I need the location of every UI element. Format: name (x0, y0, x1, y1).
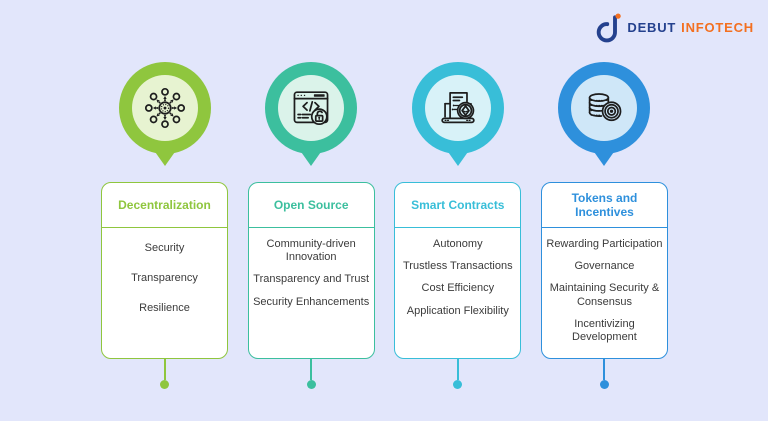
code-window-lock-icon (293, 91, 329, 126)
connector-dot (599, 380, 609, 389)
pin-circle (265, 62, 358, 154)
card-item: Incentivizing Development (572, 317, 637, 343)
card-body: Community-driven Innovation Transparency… (249, 228, 374, 358)
card-item: Security Enhancements (253, 295, 370, 308)
card-item: Transparency (131, 272, 198, 285)
connector-dot (306, 380, 316, 389)
column-smart-contracts: Smart Contracts Autonomy Trustless Trans… (394, 62, 522, 389)
pin-inner (424, 75, 491, 141)
decentralized-network-icon (144, 87, 185, 129)
card-item: Resilience (139, 302, 190, 315)
card-title: Smart Contracts (395, 183, 521, 228)
connector-dot (453, 380, 463, 389)
column-tokens-and-incentives: Tokens and Incentives Rewarding Particip… (540, 62, 668, 389)
debut-infotech-d-icon (597, 13, 622, 43)
coins-token-icon (589, 93, 622, 122)
pin-decentralization (118, 62, 211, 166)
pin-inner (278, 75, 345, 141)
card-title: Decentralization (102, 183, 227, 228)
card-item: Transparency and Trust (253, 273, 370, 286)
card-body: Security Transparency Resilience (102, 228, 227, 358)
brand-name-primary: DEBUT (627, 19, 677, 35)
card-decentralization: Decentralization Security Transparency R… (101, 182, 228, 359)
card-tokens-and-incentives: Tokens and Incentives Rewarding Particip… (540, 182, 668, 359)
column-decentralization: Decentralization Security Transparency R… (101, 62, 228, 389)
columns-row: Decentralization Security Transparency R… (101, 62, 668, 389)
pin-circle (558, 62, 651, 154)
pin-inner (571, 75, 638, 141)
card-item: Community-driven Innovation (266, 238, 356, 264)
card-title: Tokens and Incentives (541, 183, 667, 228)
pin-tokens-and-incentives (558, 62, 651, 166)
pin-smart-contracts (411, 62, 504, 166)
connector-stem (163, 359, 166, 380)
pin-inner (131, 75, 198, 141)
card-smart-contracts: Smart Contracts Autonomy Trustless Trans… (394, 182, 522, 359)
card-item: Trustless Transactions (402, 260, 513, 273)
connector-stem (603, 359, 606, 380)
connector-stem (456, 359, 459, 380)
card-body: Autonomy Trustless Transactions Cost Eff… (395, 228, 520, 358)
connector-dot (160, 380, 169, 389)
card-title: Open Source (248, 183, 374, 228)
smart-contract-laptop-icon (441, 92, 475, 124)
card-item: Cost Efficiency (421, 282, 495, 295)
card-item: Security (144, 242, 185, 254)
brand-name-secondary: INFOTECH (681, 19, 754, 35)
card-item: Maintaining Security & Consensus (549, 282, 660, 308)
card-body: Rewarding Participation Governance Maint… (542, 228, 667, 358)
column-open-source: Open Source Community-driven Innovation … (247, 62, 375, 389)
pin-open-source (265, 62, 358, 166)
card-item: Autonomy (433, 238, 483, 250)
card-item: Rewarding Participation (546, 238, 663, 250)
pin-circle (411, 62, 504, 154)
card-open-source: Open Source Community-driven Innovation … (247, 182, 375, 359)
card-item: Application Flexibility (406, 304, 509, 317)
connector-stem (310, 359, 313, 380)
card-item: Governance (574, 260, 635, 273)
pin-circle (118, 62, 211, 154)
